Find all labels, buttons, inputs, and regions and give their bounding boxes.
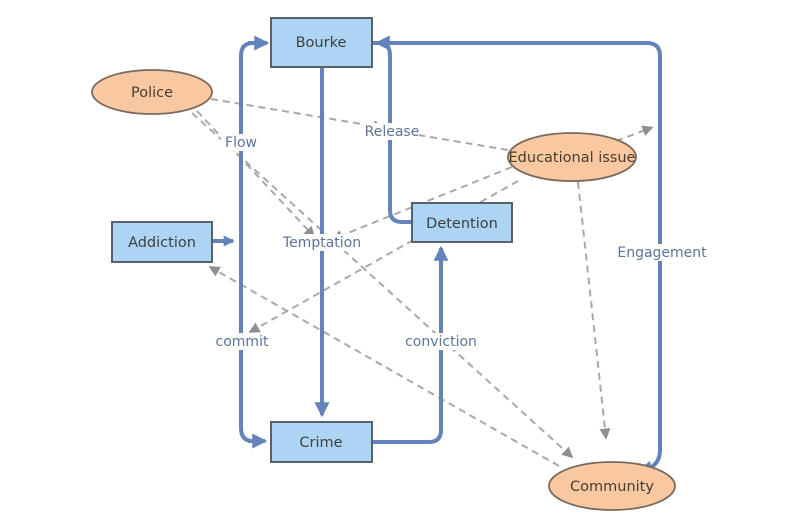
node-police-label: Police <box>131 85 173 101</box>
node-crime-label: Crime <box>299 435 342 451</box>
node-addiction-label: Addiction <box>128 235 196 251</box>
edge-label-release-text: Release <box>365 124 420 140</box>
node-detention[interactable]: Detention <box>411 202 513 243</box>
edge-label-flow: Flow <box>221 134 262 151</box>
node-police[interactable]: Police <box>91 69 213 115</box>
node-addiction-box[interactable] <box>111 221 213 263</box>
node-educational-issue-label: Educational issue <box>509 150 636 166</box>
node-detention-box[interactable] <box>411 202 513 243</box>
edge-label-flow-text: Flow <box>225 135 257 151</box>
node-bourke[interactable]: Bourke <box>270 17 373 68</box>
edge-label-engagement: Engagement <box>617 244 707 261</box>
node-community-shape[interactable] <box>548 461 676 511</box>
node-bourke-box[interactable] <box>270 17 373 68</box>
influence-educational-engagement[interactable] <box>615 125 654 142</box>
edge-label-flow-bg <box>221 134 262 151</box>
node-police-shape[interactable] <box>91 69 213 115</box>
edge-label-temptation-text: Temptation <box>282 235 361 251</box>
influence-police-temptation[interactable] <box>196 110 316 238</box>
edge-label-commit-bg <box>218 333 267 350</box>
influence-police-community[interactable] <box>191 112 574 459</box>
edge-label-commit: commit <box>216 333 269 350</box>
node-addiction[interactable]: Addiction <box>111 221 213 263</box>
node-educational-issue-shape[interactable] <box>507 132 637 182</box>
edge-label-engagement-bg <box>621 244 703 261</box>
edge-label-temptation: Temptation <box>282 234 362 251</box>
node-detention-label: Detention <box>426 216 498 232</box>
node-community[interactable]: Community <box>548 461 676 511</box>
edge-label-conviction-text: conviction <box>405 334 477 350</box>
node-educational-issue[interactable]: Educational issue <box>507 132 637 182</box>
influence-educational-release[interactable] <box>398 128 509 151</box>
edge-label-conviction-bg <box>404 333 478 350</box>
influence-educational-community[interactable] <box>577 181 611 440</box>
influence-community-addiction[interactable] <box>208 266 560 467</box>
edge-label-temptation-bg <box>283 234 362 251</box>
influence-police-release[interactable] <box>210 98 385 132</box>
edge-label-conviction: conviction <box>404 333 478 350</box>
edge-addiction-trunk[interactable] <box>239 41 254 443</box>
edge-crime-detention-conviction[interactable] <box>372 245 449 444</box>
node-crime-box[interactable] <box>270 421 373 463</box>
edge-label-commit-text: commit <box>216 334 269 350</box>
node-crime[interactable]: Crime <box>270 421 373 463</box>
node-bourke-label: Bourke <box>296 35 347 51</box>
node-community-label: Community <box>570 479 654 495</box>
edge-label-release-bg <box>365 123 419 140</box>
edge-label-engagement-text: Engagement <box>617 245 707 261</box>
edge-label-release: Release <box>365 123 420 140</box>
